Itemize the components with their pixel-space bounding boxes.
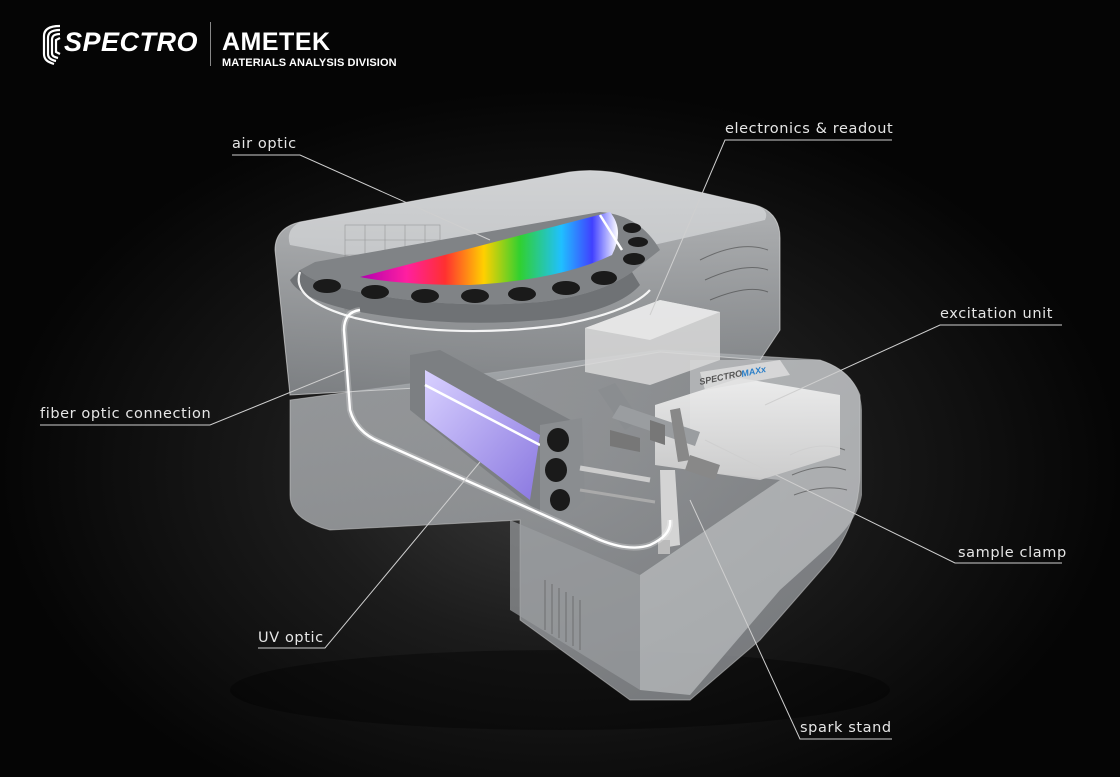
spectro-wordmark: SPECTRO bbox=[64, 27, 199, 57]
label-excitation-unit: excitation unit bbox=[940, 306, 1054, 322]
division-name: MATERIALS ANALYSIS DIVISION bbox=[222, 57, 397, 69]
label-uv-optic: UV optic bbox=[258, 630, 324, 646]
fiber-optic-cable bbox=[342, 308, 672, 549]
sample-clamp-arm bbox=[670, 408, 690, 462]
spectro-logo: SPECTRO bbox=[40, 20, 205, 68]
spectro-emblem-icon bbox=[42, 24, 61, 66]
ametek-wordmark: AMETEK bbox=[222, 28, 331, 56]
label-electronics-readout: electronics & readout bbox=[725, 121, 894, 137]
air-optic-base bbox=[290, 270, 640, 323]
logo-divider bbox=[210, 22, 211, 66]
label-fiber-optic-connection: fiber optic connection bbox=[40, 406, 212, 422]
label-air-optic: air optic bbox=[232, 136, 297, 152]
spark-stand-post bbox=[660, 470, 680, 548]
ametek-logo: AMETEK MATERIALS ANALYSIS DIVISION bbox=[222, 28, 397, 70]
label-spark-stand: spark stand bbox=[800, 720, 892, 736]
spectrum-fan bbox=[360, 212, 619, 285]
label-sample-clamp: sample clamp bbox=[958, 545, 1067, 561]
